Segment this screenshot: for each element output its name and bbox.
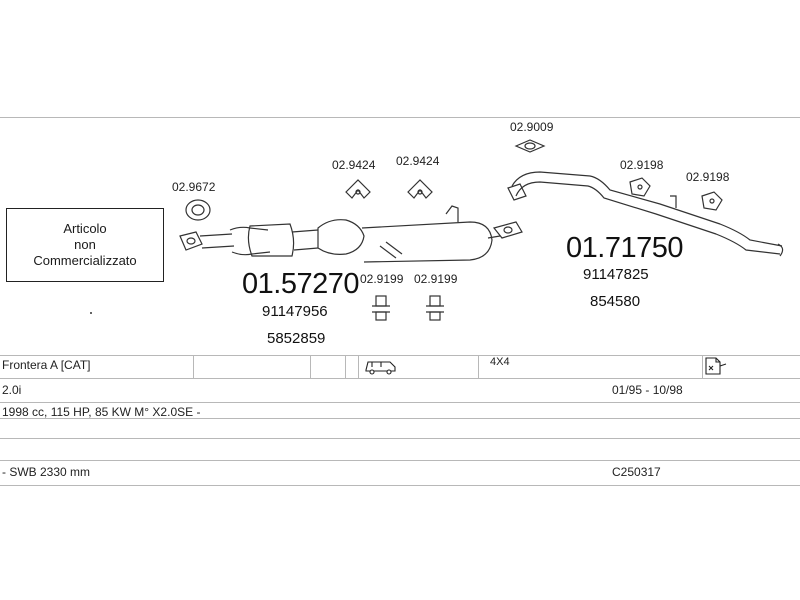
stray-dot <box>90 312 92 314</box>
front-pipe-drawing <box>179 223 319 257</box>
notice-line-3: Commercializzato <box>33 253 137 268</box>
table-vline-6 <box>702 355 703 378</box>
part-rubber-right[interactable]: 02.9199 <box>414 272 458 286</box>
vehicle-code: C250317 <box>612 465 661 479</box>
rear-pipe-drawing <box>507 171 784 257</box>
main-part-rear-oem1: 91147825 <box>583 266 649 283</box>
ring-gasket-drawing <box>185 199 211 221</box>
vehicle-engine: 2.0i <box>2 383 22 397</box>
vehicle-drive: 4X4 <box>490 356 510 368</box>
vehicle-spec: 1998 cc, 115 HP, 85 KW M° X2.0SE - <box>2 405 201 419</box>
table-line-6 <box>0 460 800 461</box>
table-line-7 <box>0 485 800 486</box>
main-part-front-oem2: 5852859 <box>267 330 326 347</box>
table-line-2 <box>0 378 800 379</box>
main-part-rear-number[interactable]: 01.71750 <box>566 232 683 264</box>
main-part-front-oem1: 91147956 <box>262 303 328 320</box>
vehicle-model: Frontera A [CAT] <box>2 358 91 372</box>
part-flange-gasket[interactable]: 02.9009 <box>510 120 554 134</box>
part-rubber-left[interactable]: 02.9199 <box>360 272 404 286</box>
part-bracket-left[interactable]: 02.9424 <box>332 158 376 172</box>
table-vline-3 <box>345 355 346 378</box>
table-vline-2 <box>310 355 311 378</box>
hanger-right-drawing <box>701 191 723 211</box>
notice-line-2: non <box>74 237 96 252</box>
main-part-rear-oem2: 854580 <box>590 293 641 310</box>
not-available-notice: Articolo non Commercializzato <box>6 208 164 282</box>
exhaust-diagram <box>90 139 784 321</box>
table-line-1 <box>0 355 800 356</box>
hanger-left-drawing <box>629 177 651 197</box>
notice-line-1: Articolo <box>63 221 107 236</box>
table-vline-5 <box>478 355 479 378</box>
top-border <box>0 117 800 118</box>
table-line-3 <box>0 402 800 403</box>
table-vline-1 <box>193 355 194 378</box>
part-hanger-right[interactable]: 02.9198 <box>686 170 730 184</box>
table-line-4 <box>0 418 800 419</box>
part-gasket-small[interactable]: 02.9672 <box>172 180 216 194</box>
table-vline-4 <box>358 355 359 378</box>
part-bracket-right[interactable]: 02.9424 <box>396 154 440 168</box>
part-hanger-left[interactable]: 02.9198 <box>620 158 664 172</box>
rubber-mount-right-drawing <box>426 295 444 321</box>
bracket-left-drawing <box>345 179 371 199</box>
front-silencer-drawing <box>317 205 523 263</box>
rubber-mount-left-drawing <box>372 295 390 321</box>
vehicle-wheelbase: - SWB 2330 mm <box>2 465 91 479</box>
vehicle-years: 01/95 - 10/98 <box>612 383 683 397</box>
table-line-5 <box>0 438 800 439</box>
suv-icon <box>365 361 396 375</box>
flange-gasket-drawing <box>514 139 546 153</box>
document-icon <box>705 357 727 375</box>
bracket-right-drawing <box>407 179 433 199</box>
main-part-front-number[interactable]: 01.57270 <box>242 268 359 300</box>
